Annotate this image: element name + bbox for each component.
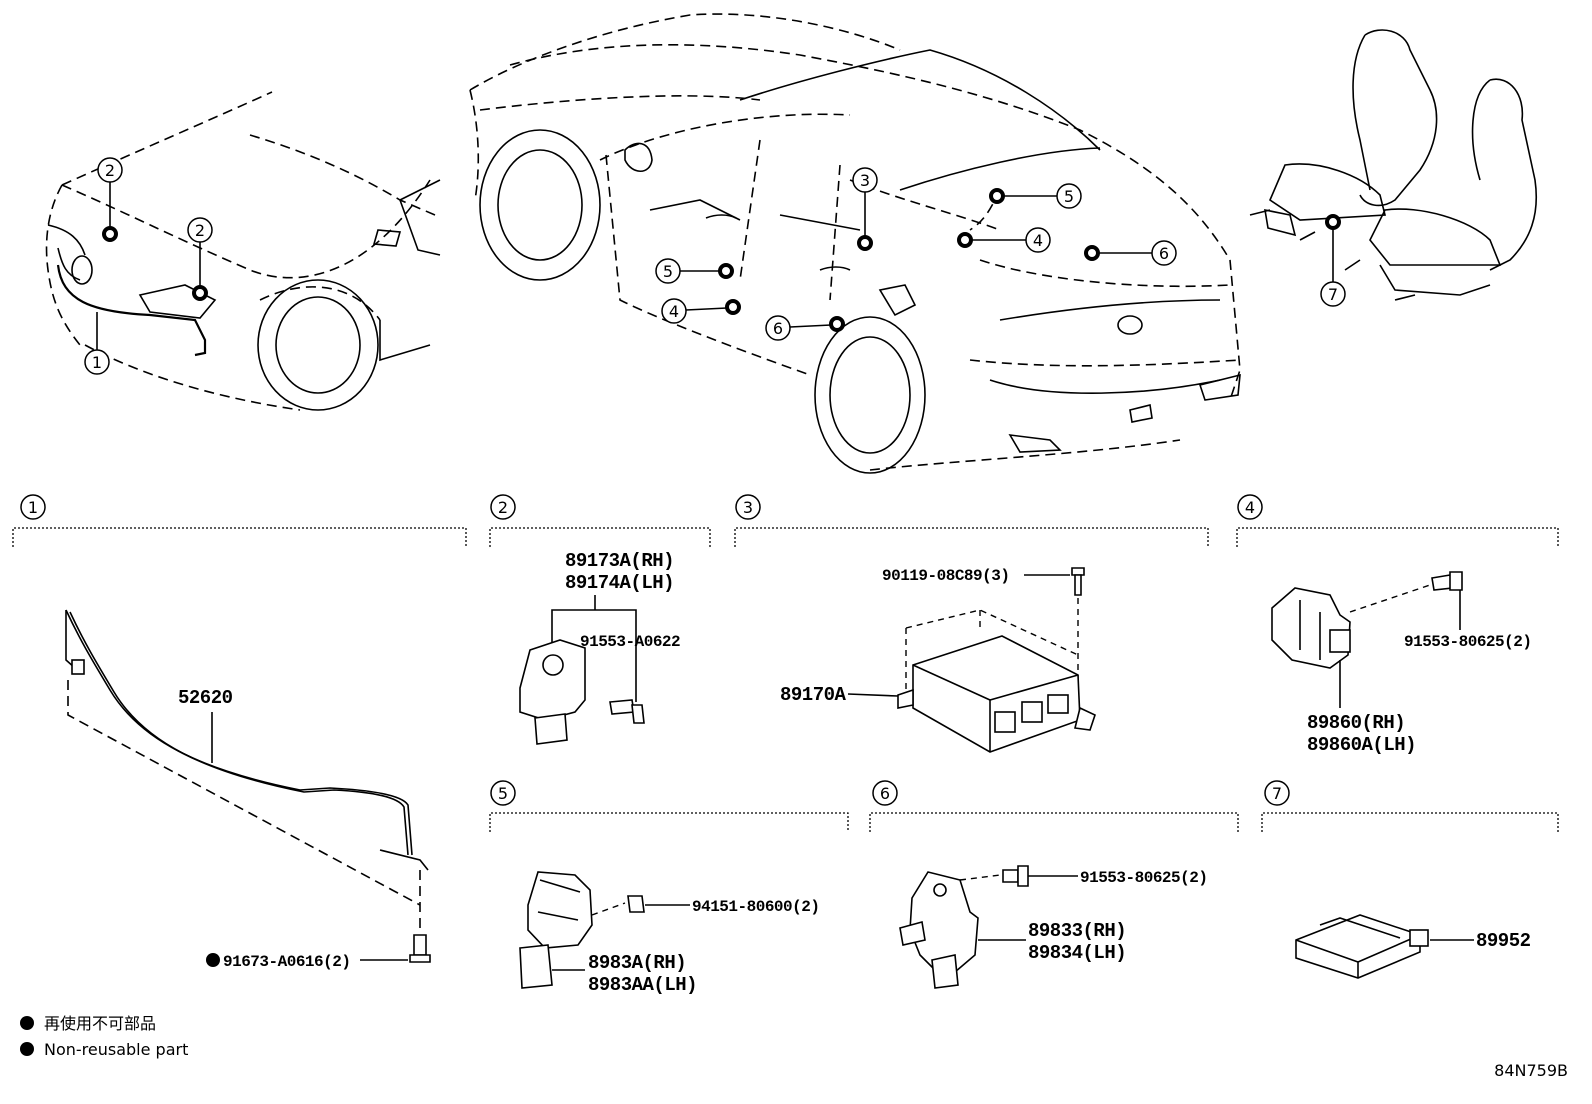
sensor-location-marker — [718, 263, 734, 279]
part-label-sensor-lh: 89860A(LH) — [1307, 734, 1416, 756]
section-3: 3 90119-08C89(3) 89170A — [734, 494, 1209, 753]
sensor-location-marker — [857, 235, 873, 251]
section-4: 4 91553-80625(2) 89860(RH) 89860A(LH) — [1236, 494, 1559, 756]
part-label-sensor-lh: 89174A(LH) — [565, 572, 674, 594]
legend-bullet — [20, 1042, 34, 1056]
part-label-sensor-rh: 89860(RH) — [1307, 712, 1405, 734]
section-badge — [735, 494, 761, 520]
sensor-location-marker — [1084, 245, 1100, 261]
part-label-sensor-rh: 8983A(RH) — [588, 952, 686, 974]
sensor-location-marker — [725, 299, 741, 315]
section-number: 7 — [1272, 784, 1282, 803]
callout-badge — [187, 217, 213, 243]
section-6: 6 91553-80625(2) 89833(RH) 89834(LH) — [869, 780, 1239, 989]
callout-number: 5 — [663, 262, 673, 281]
section-number: 3 — [743, 498, 753, 517]
callout-number: 4 — [669, 302, 679, 321]
sensor-location-marker — [829, 316, 845, 332]
section-number: 5 — [498, 784, 508, 803]
part-label-sensor-rh: 89173A(RH) — [565, 550, 674, 572]
non-reusable-marker — [206, 953, 220, 967]
seat-view: 7 — [1249, 29, 1538, 307]
legend-text-jp: 再使用不可部品 — [44, 1014, 156, 1033]
diagram-code: 84N759B — [1494, 1061, 1568, 1080]
front-car-view: 2 2 1 — [45, 91, 441, 411]
callout-badge — [852, 167, 878, 193]
part-label-ecu: 89170A — [780, 684, 847, 706]
section-5: 5 94151-80600(2) 8983A(RH) 8983AA(LH) — [489, 780, 849, 996]
callout-badge — [84, 349, 110, 375]
section-badge — [490, 494, 516, 520]
callout-badge — [1025, 227, 1051, 253]
callout-number: 3 — [860, 171, 870, 190]
section-1: 1 52620 91673-A0616(2) — [12, 494, 467, 971]
callout-number: 7 — [1328, 285, 1338, 304]
sensor-location-marker — [192, 285, 208, 301]
callout-number: 5 — [1064, 187, 1074, 206]
callout-badge — [1151, 240, 1177, 266]
legend: 再使用不可部品 Non-reusable part — [20, 1014, 188, 1059]
section-number: 6 — [880, 784, 890, 803]
callout-number: 6 — [773, 319, 783, 338]
callout-badge — [655, 258, 681, 284]
sensor-location-marker — [957, 232, 973, 248]
part-label-sensor-lh: 89834(LH) — [1028, 942, 1126, 964]
section-number: 1 — [28, 498, 38, 517]
part-label-sensor: 89952 — [1476, 930, 1531, 952]
section-badge — [490, 780, 516, 806]
section-number: 4 — [1245, 498, 1255, 517]
section-2: 2 89173A(RH) 89174A(LH) 91553-A0622 — [489, 494, 711, 745]
callout-badge — [765, 315, 791, 341]
part-label-wire: 52620 — [178, 687, 233, 709]
part-label-bolt: 91553-A0622 — [580, 633, 680, 651]
callout-badge — [661, 298, 687, 324]
sensor-location-marker — [1325, 214, 1341, 230]
section-number: 2 — [498, 498, 508, 517]
sensor-location-marker — [989, 188, 1005, 204]
callout-number: 6 — [1159, 244, 1169, 263]
part-label-bolt: 91673-A0616(2) — [223, 953, 350, 971]
part-label-nut: 94151-80600(2) — [692, 898, 819, 916]
legend-text-en: Non-reusable part — [44, 1040, 188, 1059]
section-badge — [1237, 494, 1263, 520]
part-label-sensor-lh: 8983AA(LH) — [588, 974, 697, 996]
section-badge — [20, 494, 46, 520]
callout-number: 1 — [92, 353, 102, 372]
part-label-bolt: 91553-80625(2) — [1080, 869, 1207, 887]
legend-bullet — [20, 1016, 34, 1030]
callout-number: 2 — [105, 161, 115, 180]
sensor-location-marker — [102, 226, 118, 242]
part-label-sensor-rh: 89833(RH) — [1028, 920, 1126, 942]
callout-badge — [1056, 183, 1082, 209]
callout-number: 4 — [1033, 231, 1043, 250]
part-label-bolt: 91553-80625(2) — [1404, 633, 1531, 651]
part-label-bolt: 90119-08C89(3) — [882, 567, 1009, 585]
callout-badge — [97, 157, 123, 183]
callout-badge — [1320, 281, 1346, 307]
sedan-rear-view: 3 5 4 6 5 4 6 — [469, 13, 1241, 474]
section-badge — [872, 780, 898, 806]
section-badge — [1264, 780, 1290, 806]
callout-number: 2 — [195, 221, 205, 240]
section-7: 7 89952 — [1261, 780, 1559, 979]
